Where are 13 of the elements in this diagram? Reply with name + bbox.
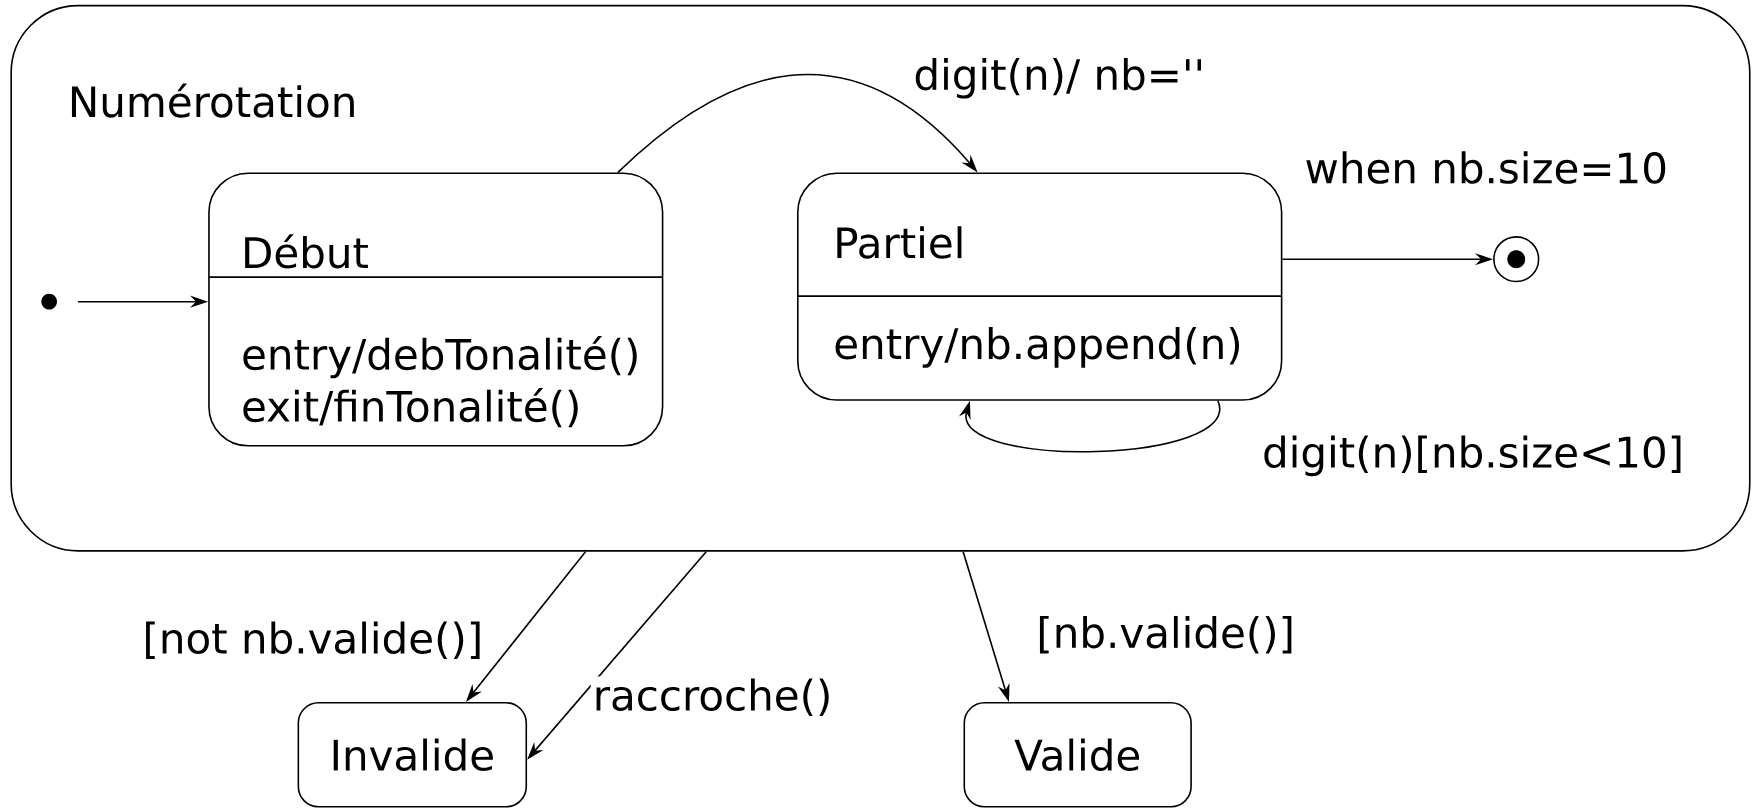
state-box: Valide	[963, 702, 1192, 808]
edge-label: [nb.valide()]	[1034, 613, 1297, 656]
arrow	[958, 400, 1220, 453]
edge-label: raccroche()	[590, 676, 835, 718]
final-state-circle	[1493, 236, 1540, 283]
edge-label: digit(n)[nb.size<10]	[1260, 433, 1687, 479]
initial-state-dot	[41, 293, 57, 310]
edge-label: when nb.size=10	[1302, 149, 1670, 186]
state-box: Invalide	[297, 702, 528, 808]
edge-label: digit(n)/ nb=''	[911, 55, 1208, 101]
state-box: Début entry/debTonalité() exit/finTonalité()	[208, 172, 664, 447]
edge-label: [not nb.valide()]	[140, 619, 486, 661]
state-box: Partiel entry/nb.append(n)	[797, 172, 1283, 401]
